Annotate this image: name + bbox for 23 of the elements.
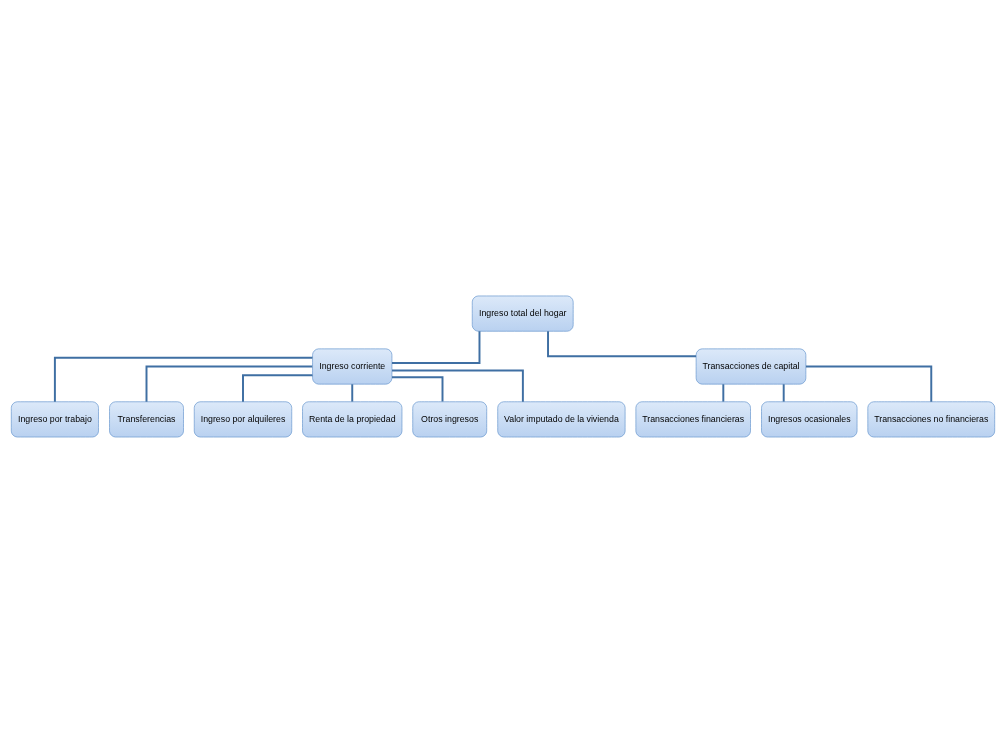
- connector: [804, 365, 933, 403]
- node-box: Ingreso corriente: [312, 348, 393, 385]
- connector: [242, 374, 314, 403]
- node-box: Transacciones de capital: [695, 348, 807, 385]
- node-box: Renta de la propiedad: [302, 401, 403, 438]
- connector: [547, 330, 698, 358]
- connector: [391, 369, 524, 403]
- connector: [722, 383, 725, 403]
- connector: [351, 383, 354, 403]
- connector: [53, 356, 314, 403]
- node-box: Ingreso por alquileres: [193, 401, 293, 438]
- node-box: Ingresos ocasionales: [761, 401, 858, 438]
- node-box: Otros ingresos: [412, 401, 488, 438]
- connector: [782, 383, 785, 403]
- node-box: Transferencias: [109, 401, 184, 438]
- connector: [390, 376, 444, 403]
- connector: [391, 330, 481, 365]
- node-box: Valor imputado de la vivienda: [497, 401, 626, 438]
- node-box: Ingreso total del hogar: [471, 295, 574, 332]
- node-box: Transacciones no financieras: [867, 401, 996, 438]
- connector: [145, 365, 314, 403]
- node-box: Transacciones financieras: [635, 401, 751, 438]
- node-box: Ingreso por trabajo: [10, 401, 99, 438]
